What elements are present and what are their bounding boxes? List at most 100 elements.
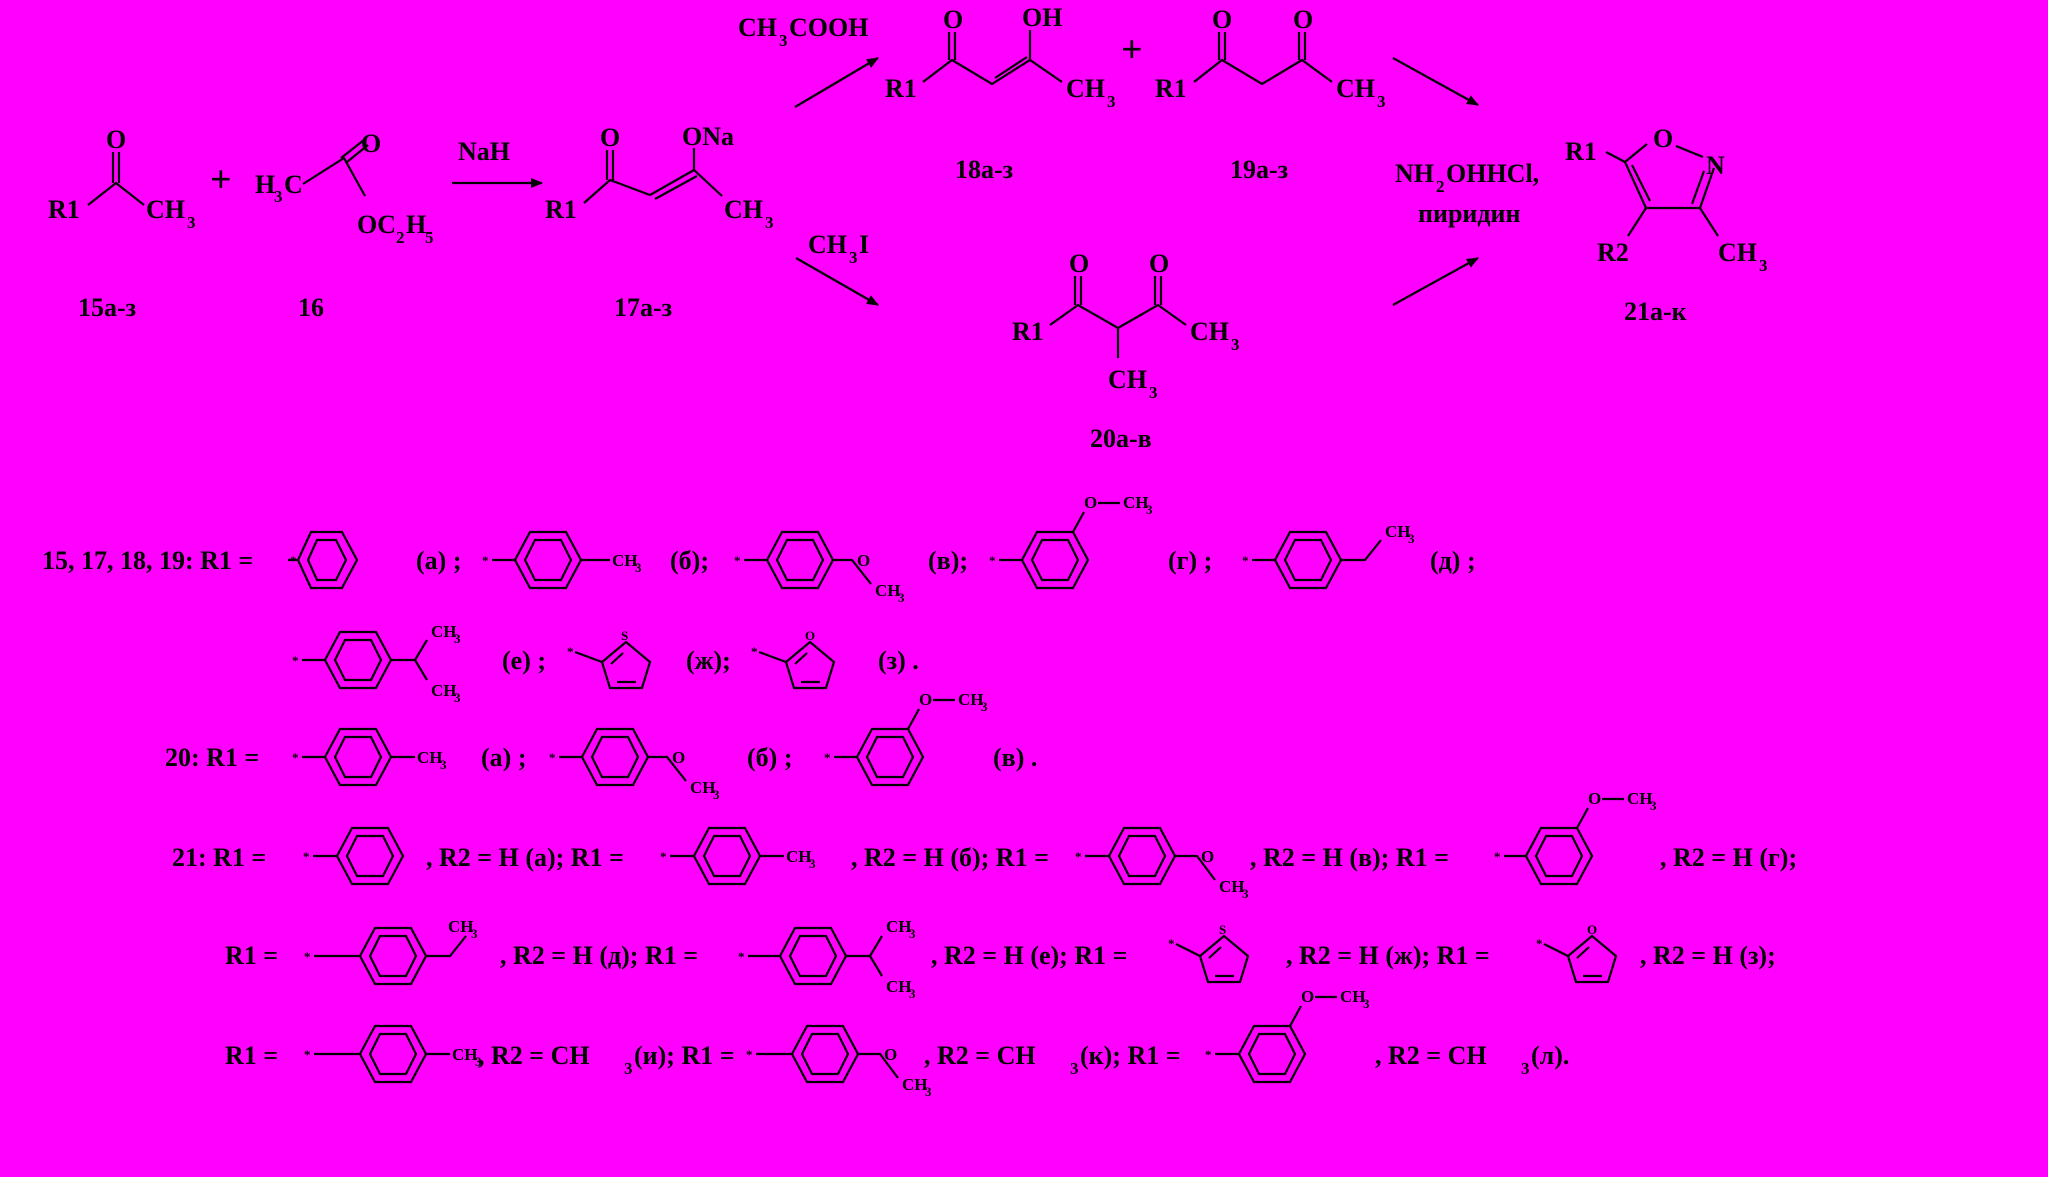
svg-text:O: O [943, 5, 963, 34]
svg-text:3: 3 [1070, 1059, 1079, 1078]
svg-text:*: * [304, 1047, 311, 1062]
svg-text:3: 3 [1107, 92, 1116, 111]
arrow-4 [795, 257, 879, 306]
svg-text:3: 3 [1149, 383, 1158, 402]
ethylphenyl-structure: * CH 3 [304, 917, 478, 986]
svg-text:O: O [1293, 5, 1313, 34]
thienyl-structure: * S [1168, 922, 1250, 984]
svg-text:*: * [1494, 849, 1501, 864]
svg-text:CH: CH [902, 1075, 928, 1094]
svg-text:CH: CH [448, 917, 474, 936]
svg-text:3: 3 [779, 31, 788, 50]
svg-text:*: * [1205, 1047, 1212, 1062]
compound-18: R1 O OH CH 3 18а-з [885, 3, 1116, 184]
svg-text:CH: CH [724, 195, 763, 224]
methoxyphenyl-structure: * O CH 3 [549, 727, 720, 802]
svg-text:O: O [857, 551, 870, 570]
svg-text:R1 =: R1 = [225, 1041, 278, 1070]
reagent-nah: NaH [458, 137, 510, 166]
svg-text:CH: CH [1123, 493, 1149, 512]
svg-text:3: 3 [1650, 798, 1657, 813]
svg-text:(к); R1 =: (к); R1 = [1080, 1041, 1181, 1070]
svg-text:O: O [1587, 922, 1597, 937]
svg-text:*: * [303, 849, 310, 864]
svg-text:OH: OH [1022, 3, 1062, 32]
svg-text:3: 3 [849, 248, 858, 267]
svg-text:O: O [1588, 789, 1601, 808]
svg-text:3: 3 [471, 926, 478, 941]
svg-text:3: 3 [440, 757, 447, 772]
svg-text:3: 3 [925, 1084, 932, 1099]
svg-text:3: 3 [1521, 1059, 1530, 1078]
svg-text:3: 3 [765, 213, 774, 232]
svg-text:COOH: COOH [789, 13, 868, 42]
svg-text:(и); R1 =: (и); R1 = [634, 1041, 735, 1070]
svg-text:*: * [751, 644, 758, 659]
svg-text:CH: CH [612, 551, 638, 570]
tolyl-structure: * CH 3 [482, 530, 642, 590]
svg-text:S: S [1219, 922, 1226, 937]
svg-text:3: 3 [909, 986, 916, 1001]
meta-methoxyphenyl-structure: * O CH 3 [1494, 789, 1657, 886]
meta-methoxyphenyl-structure: * O CH 3 [824, 690, 988, 787]
methoxyphenyl-structure: * O CH 3 [746, 1024, 932, 1099]
svg-text:, R2 = H (а); R1 =: , R2 = H (а); R1 = [426, 843, 624, 872]
svg-text:(а) ;: (а) ; [481, 743, 526, 772]
svg-text:3: 3 [1231, 335, 1240, 354]
svg-text:3: 3 [1759, 256, 1768, 275]
compound-label-19: 19а-з [1230, 155, 1288, 184]
svg-text:R1: R1 [1565, 137, 1597, 166]
svg-text:, R2 = H (з);: , R2 = H (з); [1640, 941, 1776, 970]
svg-text:*: * [746, 1047, 753, 1062]
svg-text:O: O [1084, 493, 1097, 512]
svg-text:O: O [1301, 987, 1314, 1006]
svg-text:3: 3 [475, 1054, 482, 1069]
svg-text:3: 3 [187, 213, 196, 232]
svg-text:(б) ;: (б) ; [747, 743, 792, 772]
compound-label-20: 20а-в [1090, 424, 1152, 453]
svg-text:CH: CH [146, 195, 185, 224]
compound-17: R1 O ONa CH 3 17а-з [545, 122, 774, 322]
svg-text:CH: CH [452, 1045, 478, 1064]
svg-text:*: * [1536, 936, 1543, 951]
compound-15: R1 O CH 3 15а-з [48, 125, 196, 322]
svg-text:, R2 = H (д); R1 =: , R2 = H (д); R1 = [500, 941, 698, 970]
compound-16: H 3 C O OC 2 H 5 16 [255, 129, 434, 322]
arrow-5 [1392, 257, 1479, 306]
isopropylphenyl-structure: * CH 3 CH 3 [738, 917, 916, 1001]
svg-text:CH: CH [1718, 238, 1757, 267]
svg-text:R1 =: R1 = [225, 941, 278, 970]
svg-text:CH: CH [886, 917, 912, 936]
svg-text:CH: CH [1336, 74, 1375, 103]
isopropylphenyl-structure: * CH 3 CH 3 [292, 622, 461, 705]
svg-text:CH: CH [1627, 789, 1653, 808]
compound-21: R1 O N R2 CH 3 21а-к [1565, 124, 1768, 326]
furyl-structure: * O [751, 628, 836, 690]
svg-text:5: 5 [425, 228, 434, 247]
phenyl-structure: * [288, 530, 359, 590]
svg-text:(г) ;: (г) ; [1168, 546, 1212, 575]
plus-sign: + [210, 159, 232, 201]
svg-text:O: O [1069, 249, 1089, 278]
svg-text:CH: CH [690, 778, 716, 797]
svg-text:O: O [805, 628, 815, 643]
svg-text:(л).: (л). [1531, 1041, 1569, 1070]
svg-text:(ж);: (ж); [686, 646, 731, 675]
svg-text:+: + [1121, 29, 1143, 71]
svg-text:3: 3 [909, 926, 916, 941]
thienyl-structure: * S [567, 628, 652, 690]
svg-text:N: N [1706, 151, 1725, 180]
legend-row-15-19: 15, 17, 18, 19: R1 = [42, 546, 253, 575]
svg-text:*: * [660, 849, 667, 864]
svg-text:3: 3 [454, 631, 461, 646]
svg-text:, R2 = H (ж); R1 =: , R2 = H (ж); R1 = [1286, 941, 1490, 970]
meta-methoxyphenyl-structure: * O CH 3 [1205, 987, 1370, 1084]
svg-text:3: 3 [454, 690, 461, 705]
svg-text:CH: CH [1385, 522, 1411, 541]
svg-text:CH: CH [958, 690, 984, 709]
svg-text:*: * [567, 644, 574, 659]
reagent-hydroxylamine: NH [1395, 159, 1434, 188]
svg-text:3: 3 [635, 560, 642, 575]
svg-text:O: O [919, 690, 932, 709]
svg-text:H: H [255, 170, 275, 199]
